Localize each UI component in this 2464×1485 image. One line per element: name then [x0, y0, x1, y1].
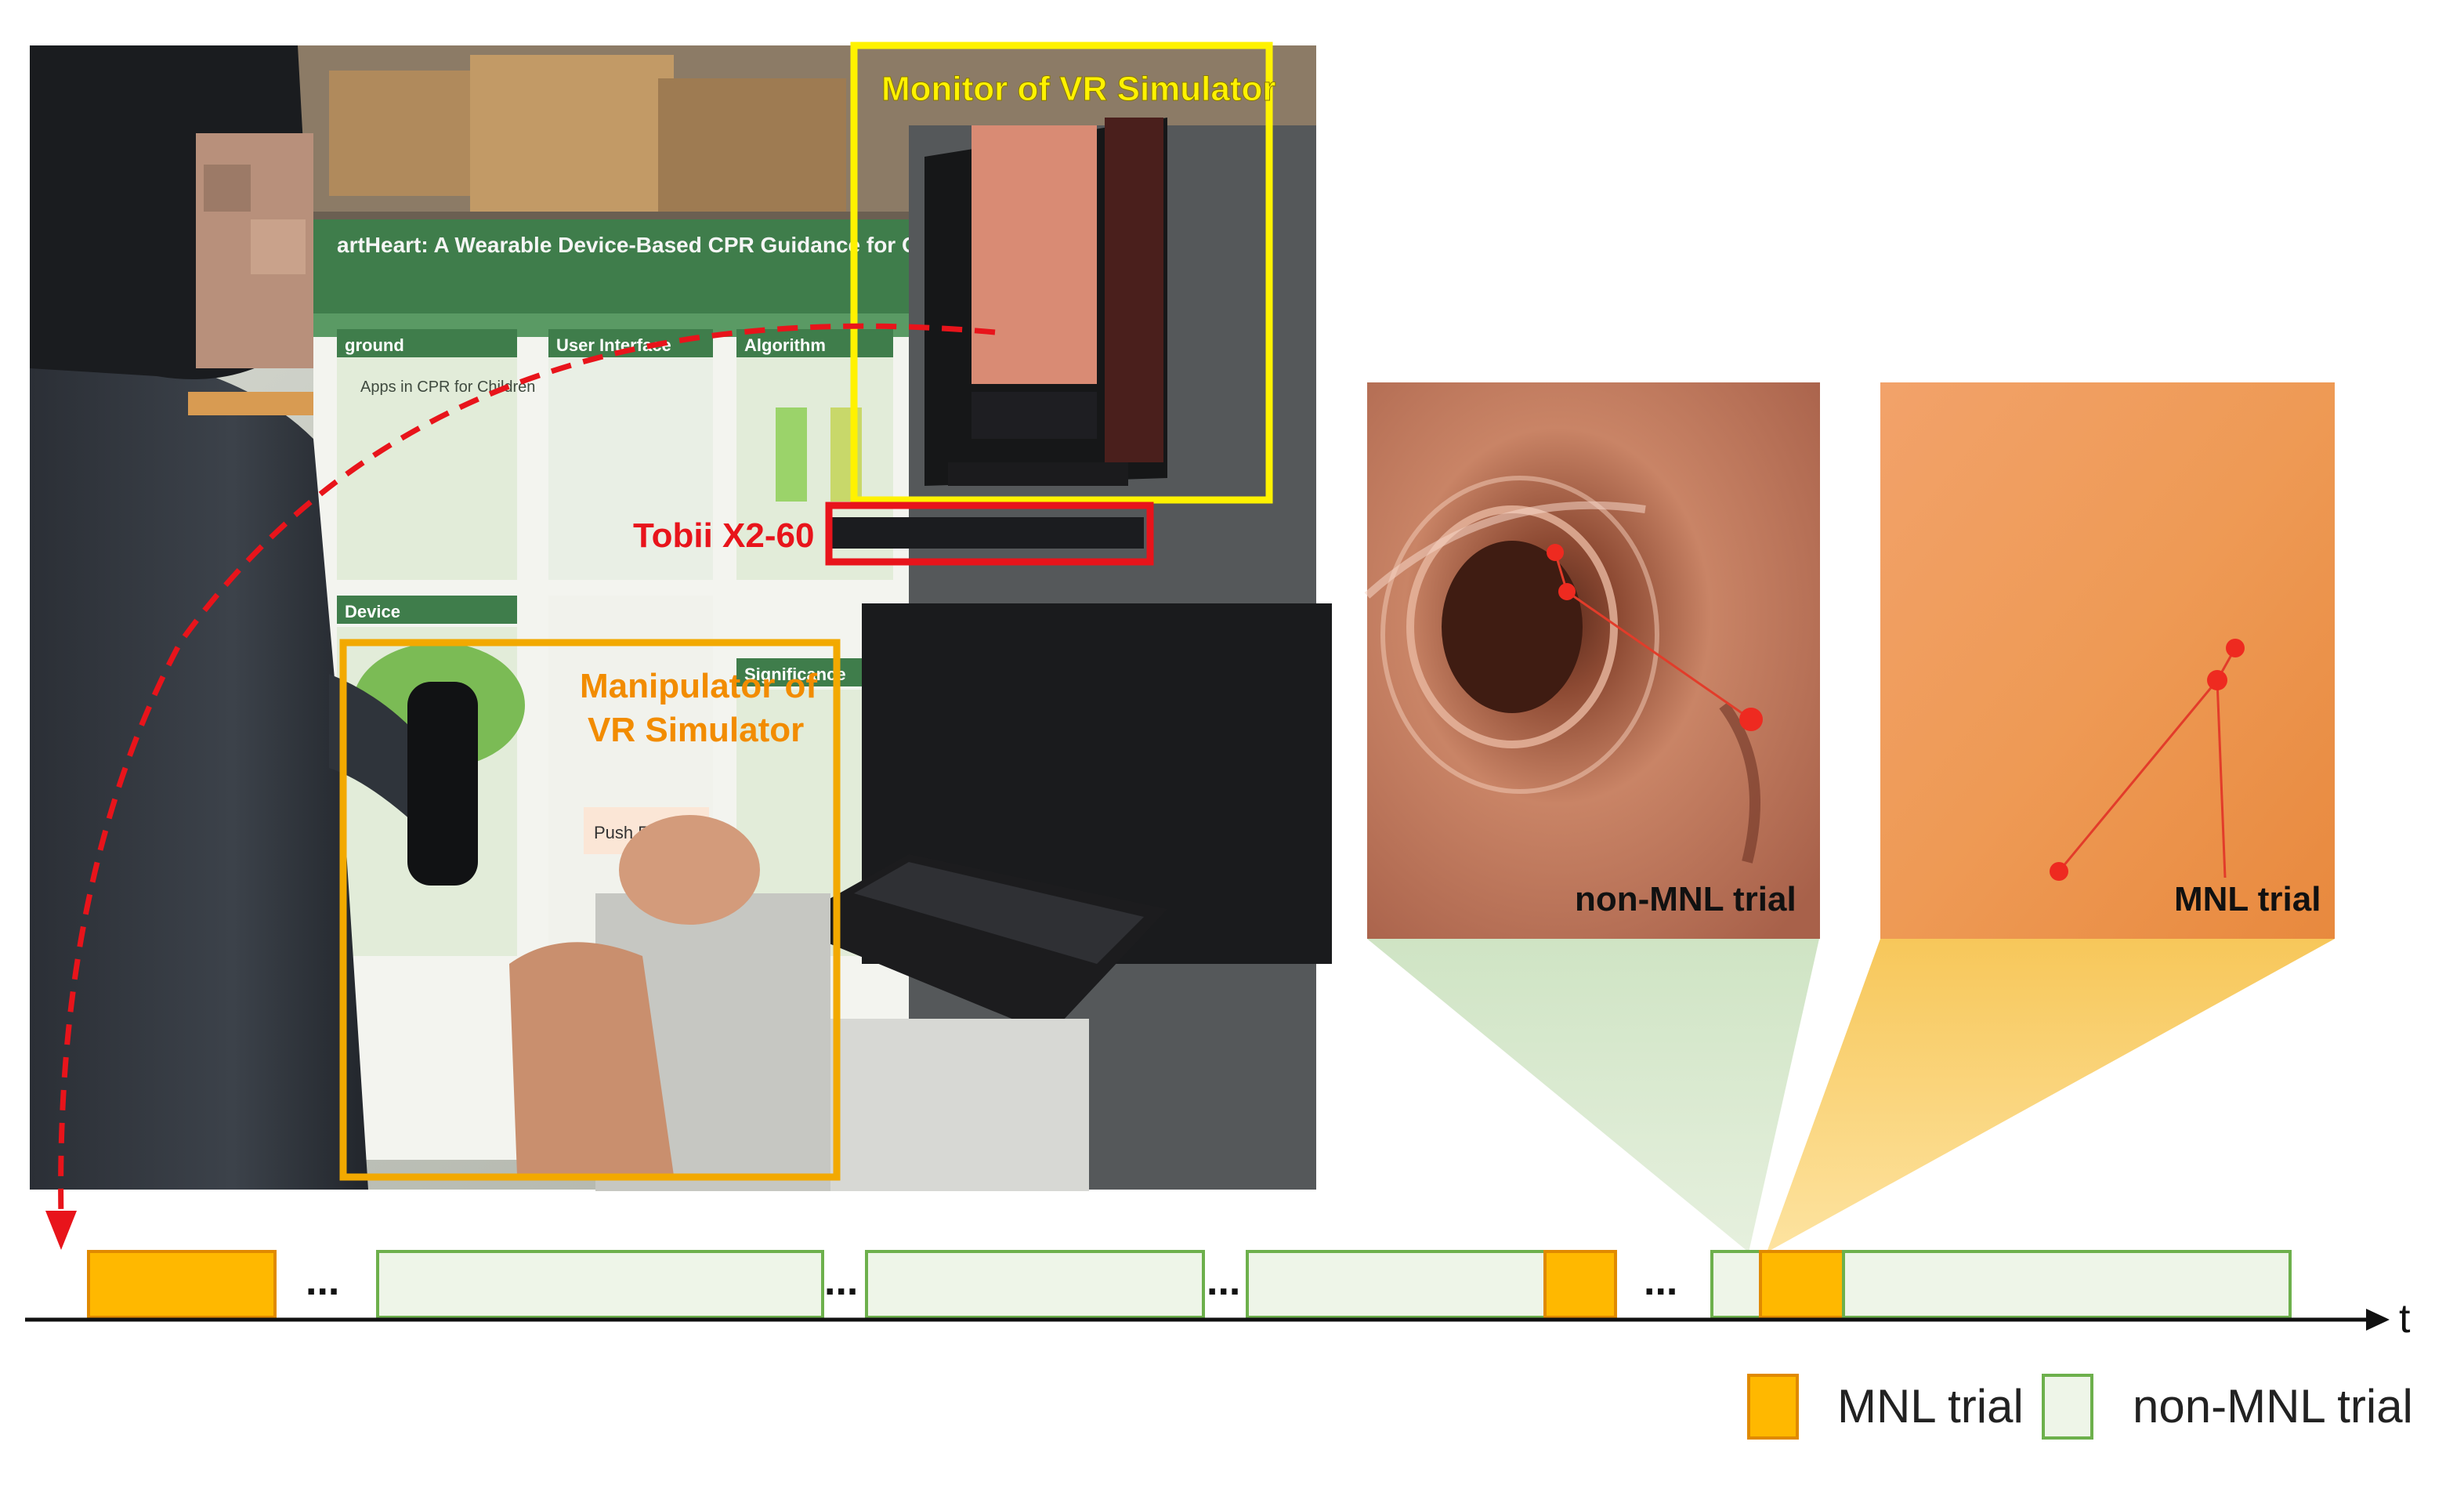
tracker-highlight-box	[825, 502, 1154, 566]
monitor-highlight-box	[850, 42, 1273, 504]
laptop	[783, 854, 1167, 1191]
monitor-label: Monitor of VR Simulator	[881, 70, 1276, 108]
gaze-point	[1739, 708, 1763, 731]
poster-section-3: Algorithm	[744, 335, 826, 355]
legend-mnl-swatch	[1747, 1374, 1799, 1440]
mannequin-head	[619, 815, 760, 925]
non-mnl-trial-block	[865, 1250, 1205, 1319]
timeline-ellipsis: ...	[824, 1259, 858, 1304]
gaze-path-arrow	[58, 323, 996, 1219]
non-mnl-trial-block	[376, 1250, 824, 1319]
legend-mnl-label: MNL trial	[1837, 1380, 2024, 1432]
experiment-photo: artHeart: A Wearable Device-Based CPR Gu…	[30, 45, 1332, 1191]
eye-tracker-device	[830, 517, 1144, 549]
poster-title: artHeart: A Wearable Device-Based CPR Gu…	[337, 233, 991, 257]
non-mnl-trial-block	[1246, 1250, 1547, 1319]
manipulator-label-line2: VR Simulator	[588, 711, 804, 749]
gaze-arrow-head	[45, 1211, 77, 1250]
mnl-panel-label: MNL trial	[2174, 880, 2321, 918]
mnl-trial-block	[1543, 1250, 1617, 1319]
mnl-zoom-connector	[1767, 939, 2335, 1252]
poster-section-4: Device	[345, 602, 400, 621]
non-mnl-trial-block	[1710, 1250, 1762, 1319]
legend: MNL trial non-MNL trial	[1747, 1374, 2413, 1440]
participant	[30, 45, 478, 1190]
time-axis-label: t	[2399, 1296, 2411, 1342]
tracker-label: Tobii X2-60	[633, 516, 814, 555]
gaze-point	[2226, 639, 2245, 657]
mannequin-torso	[509, 942, 674, 1175]
gaze-point	[2050, 862, 2068, 881]
trial-timeline: ... ... ... ... t	[25, 1250, 2411, 1342]
non-mnl-panel-label: non-MNL trial	[1575, 880, 1796, 918]
non-mnl-panel: non-MNL trial	[1364, 382, 1820, 939]
non-mnl-zoom-connector	[1367, 939, 1819, 1252]
time-axis-arrowhead	[2366, 1309, 2390, 1331]
timeline-ellipsis: ...	[306, 1259, 339, 1304]
mnl-trial-block	[87, 1250, 277, 1319]
manipulator-highlight-box	[339, 639, 841, 1181]
poster-section-1: ground	[345, 335, 404, 355]
mnl-trial-block	[1759, 1250, 1845, 1319]
gaze-point	[1547, 544, 1564, 561]
legend-non-mnl-swatch	[2042, 1374, 2093, 1440]
manipulator-label-line1: Manipulator of	[580, 667, 817, 705]
non-mnl-trial-block	[1842, 1250, 2292, 1319]
poster-section-5: Significance	[744, 665, 846, 684]
mnl-panel: MNL trial	[1880, 382, 2335, 939]
gaze-point	[2207, 670, 2227, 690]
timeline-ellipsis: ...	[1644, 1259, 1677, 1304]
vr-monitor	[924, 118, 1167, 486]
gaze-point	[1558, 583, 1576, 600]
poster-subtitle: Apps in CPR for Children	[360, 378, 535, 396]
timeline-ellipsis: ...	[1207, 1259, 1240, 1304]
simulator-controller	[407, 682, 478, 886]
legend-non-mnl-label: non-MNL trial	[2133, 1380, 2413, 1432]
